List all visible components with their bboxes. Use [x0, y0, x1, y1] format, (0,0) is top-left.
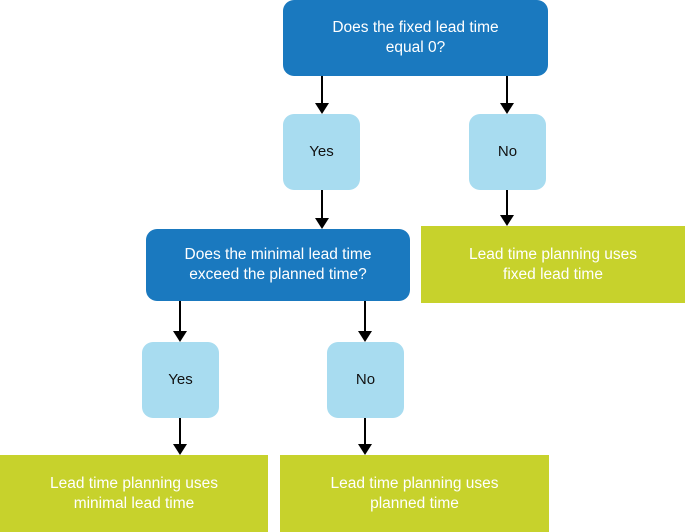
decision-node-minimal-lead-time-label: Does the minimal lead time exceed the pl…: [184, 246, 372, 283]
outcome-node-fixed-lead-time-label: Lead time planning uses fixed lead time: [468, 245, 638, 283]
outcome-node-fixed-lead-time[interactable]: Lead time planning uses fixed lead time: [421, 226, 685, 303]
branch-node-minimal-no-label: No: [355, 371, 376, 389]
branch-node-fixed-no-label: No: [497, 143, 518, 161]
branch-node-minimal-yes[interactable]: Yes: [142, 342, 219, 418]
connector-no-to-planned-outcome: [352, 418, 378, 455]
decision-node-fixed-lead-time-label: Does the fixed lead time equal 0?: [332, 19, 499, 56]
connector-minimal-to-no: [352, 301, 378, 342]
connector-minimal-to-yes: [167, 301, 193, 342]
branch-node-minimal-yes-label: Yes: [168, 371, 193, 389]
connector-yes-to-minimal-outcome: [167, 418, 193, 455]
branch-node-minimal-no[interactable]: No: [327, 342, 404, 418]
decision-node-minimal-lead-time[interactable]: Does the minimal lead time exceed the pl…: [146, 229, 410, 301]
branch-node-fixed-no[interactable]: No: [469, 114, 546, 190]
branch-node-fixed-yes-label: Yes: [309, 143, 334, 161]
connector-fixed-to-yes: [309, 76, 335, 114]
outcome-node-minimal-lead-time[interactable]: Lead time planning uses minimal lead tim…: [0, 455, 268, 532]
connector-no-to-fixed-outcome: [494, 190, 520, 226]
outcome-node-planned-time[interactable]: Lead time planning uses planned time: [280, 455, 549, 532]
connector-yes-to-minimal-decision: [309, 190, 335, 229]
branch-node-fixed-yes[interactable]: Yes: [283, 114, 360, 190]
outcome-node-minimal-lead-time-label: Lead time planning uses minimal lead tim…: [49, 474, 219, 512]
connector-fixed-to-no: [494, 76, 520, 114]
decision-node-fixed-lead-time[interactable]: Does the fixed lead time equal 0?: [283, 0, 548, 76]
outcome-node-planned-time-label: Lead time planning uses planned time: [330, 474, 499, 512]
